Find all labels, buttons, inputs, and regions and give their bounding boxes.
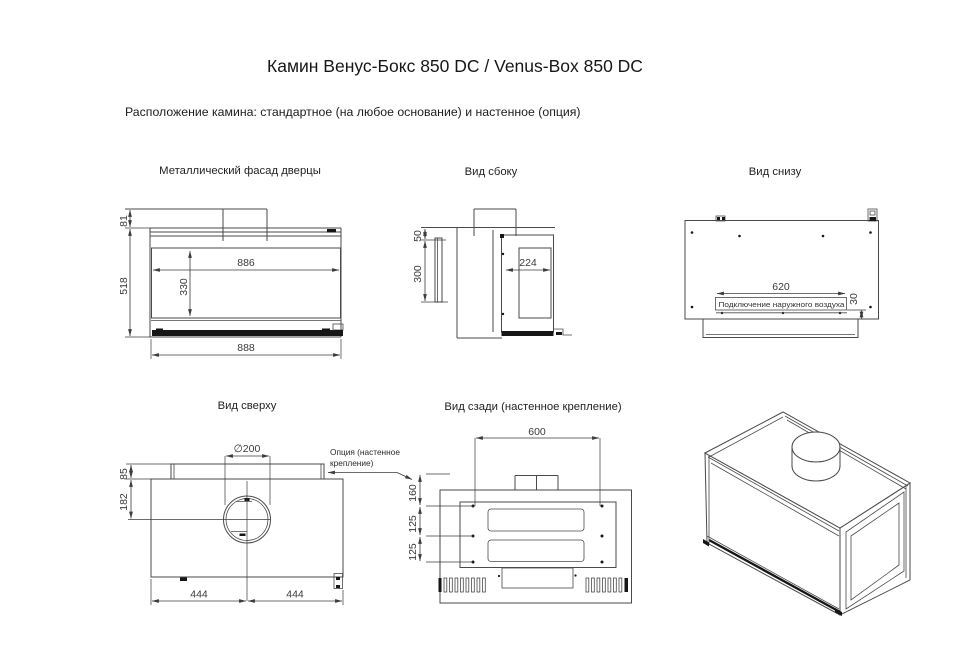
bottom-dimensions: 620 30 Подключение наружного воздуха [716, 281, 864, 319]
dim-front-inner-width: 886 [237, 257, 255, 269]
bottom-geometry [684, 208, 879, 338]
bottom-view-title: Вид снизу [748, 166, 802, 178]
air-connection-label: Подключение наружного воздуха [719, 300, 846, 309]
dim-front-total-height: 518 [118, 277, 130, 295]
rear-geometry [426, 438, 632, 604]
side-view-title: Вид сбоку [464, 166, 518, 178]
dim-bottom-air-offset: 30 [848, 293, 860, 305]
dim-top-flue-diameter: ∅200 [234, 443, 261, 455]
side-geometry [421, 208, 572, 339]
bottom-view-drawing: 620 30 Подключение наружного воздуха [684, 208, 879, 338]
front-geometry [125, 208, 344, 359]
top-dimensions: ∅200 85 182 444 444 [118, 443, 343, 603]
dim-top-left-half: 444 [190, 589, 208, 601]
dim-front-glass-height: 330 [178, 278, 190, 296]
option-label-line1: Опция (настенное [330, 447, 400, 457]
wall-mount-option-callout: Опция (настенное крепление) [327, 447, 413, 480]
dim-rear-hole-spacing: 600 [528, 426, 546, 438]
front-view-drawing: 81 518 886 330 888 [118, 208, 344, 359]
dim-rear-row-spacing-2: 125 [407, 543, 419, 561]
side-view-drawing: 50 300 224 [412, 208, 572, 339]
iso-flue-cylinder [791, 431, 841, 482]
dim-top-flue-center-offset: 182 [118, 493, 130, 511]
front-dimensions: 81 518 886 330 888 [118, 209, 341, 357]
vent-grille-left [438, 577, 486, 593]
isometric-view-drawing [703, 411, 911, 616]
dim-top-right-half: 444 [286, 589, 304, 601]
dim-rear-row-spacing-1: 125 [407, 515, 419, 533]
vent-grille-right [585, 577, 628, 593]
dim-side-flue-offset: 50 [412, 230, 424, 242]
rear-dimensions: 600 160 125 125 [407, 426, 600, 562]
top-geometry [126, 456, 344, 605]
dim-top-bracket-depth: 85 [118, 468, 130, 480]
side-dimensions: 50 300 224 [412, 228, 551, 302]
dim-bottom-air-width: 620 [772, 281, 790, 293]
dim-side-door-depth: 224 [519, 257, 537, 269]
dim-front-total-width: 888 [237, 342, 255, 354]
dim-front-top-height: 81 [118, 215, 130, 227]
option-label-line2: крепление) [330, 458, 374, 468]
dim-rear-top-offset: 160 [407, 484, 419, 502]
top-view-title: Вид сверху [217, 400, 277, 412]
dim-side-bracket-height: 300 [412, 265, 424, 283]
page-subtitle: Расположение камина: стандартное (на люб… [125, 105, 581, 119]
rear-view-drawing: 600 160 125 125 [407, 426, 632, 604]
iso-fireplace-box [703, 411, 911, 616]
top-view-drawing: ∅200 85 182 444 444 Опция (настенное кре… [118, 443, 413, 605]
page-title: Камин Венус-Бокс 850 DC / Venus-Box 850 … [267, 56, 643, 76]
rear-view-title: Вид сзади (настенное крепление) [444, 401, 622, 413]
front-view-title: Металлический фасад дверцы [159, 165, 321, 177]
